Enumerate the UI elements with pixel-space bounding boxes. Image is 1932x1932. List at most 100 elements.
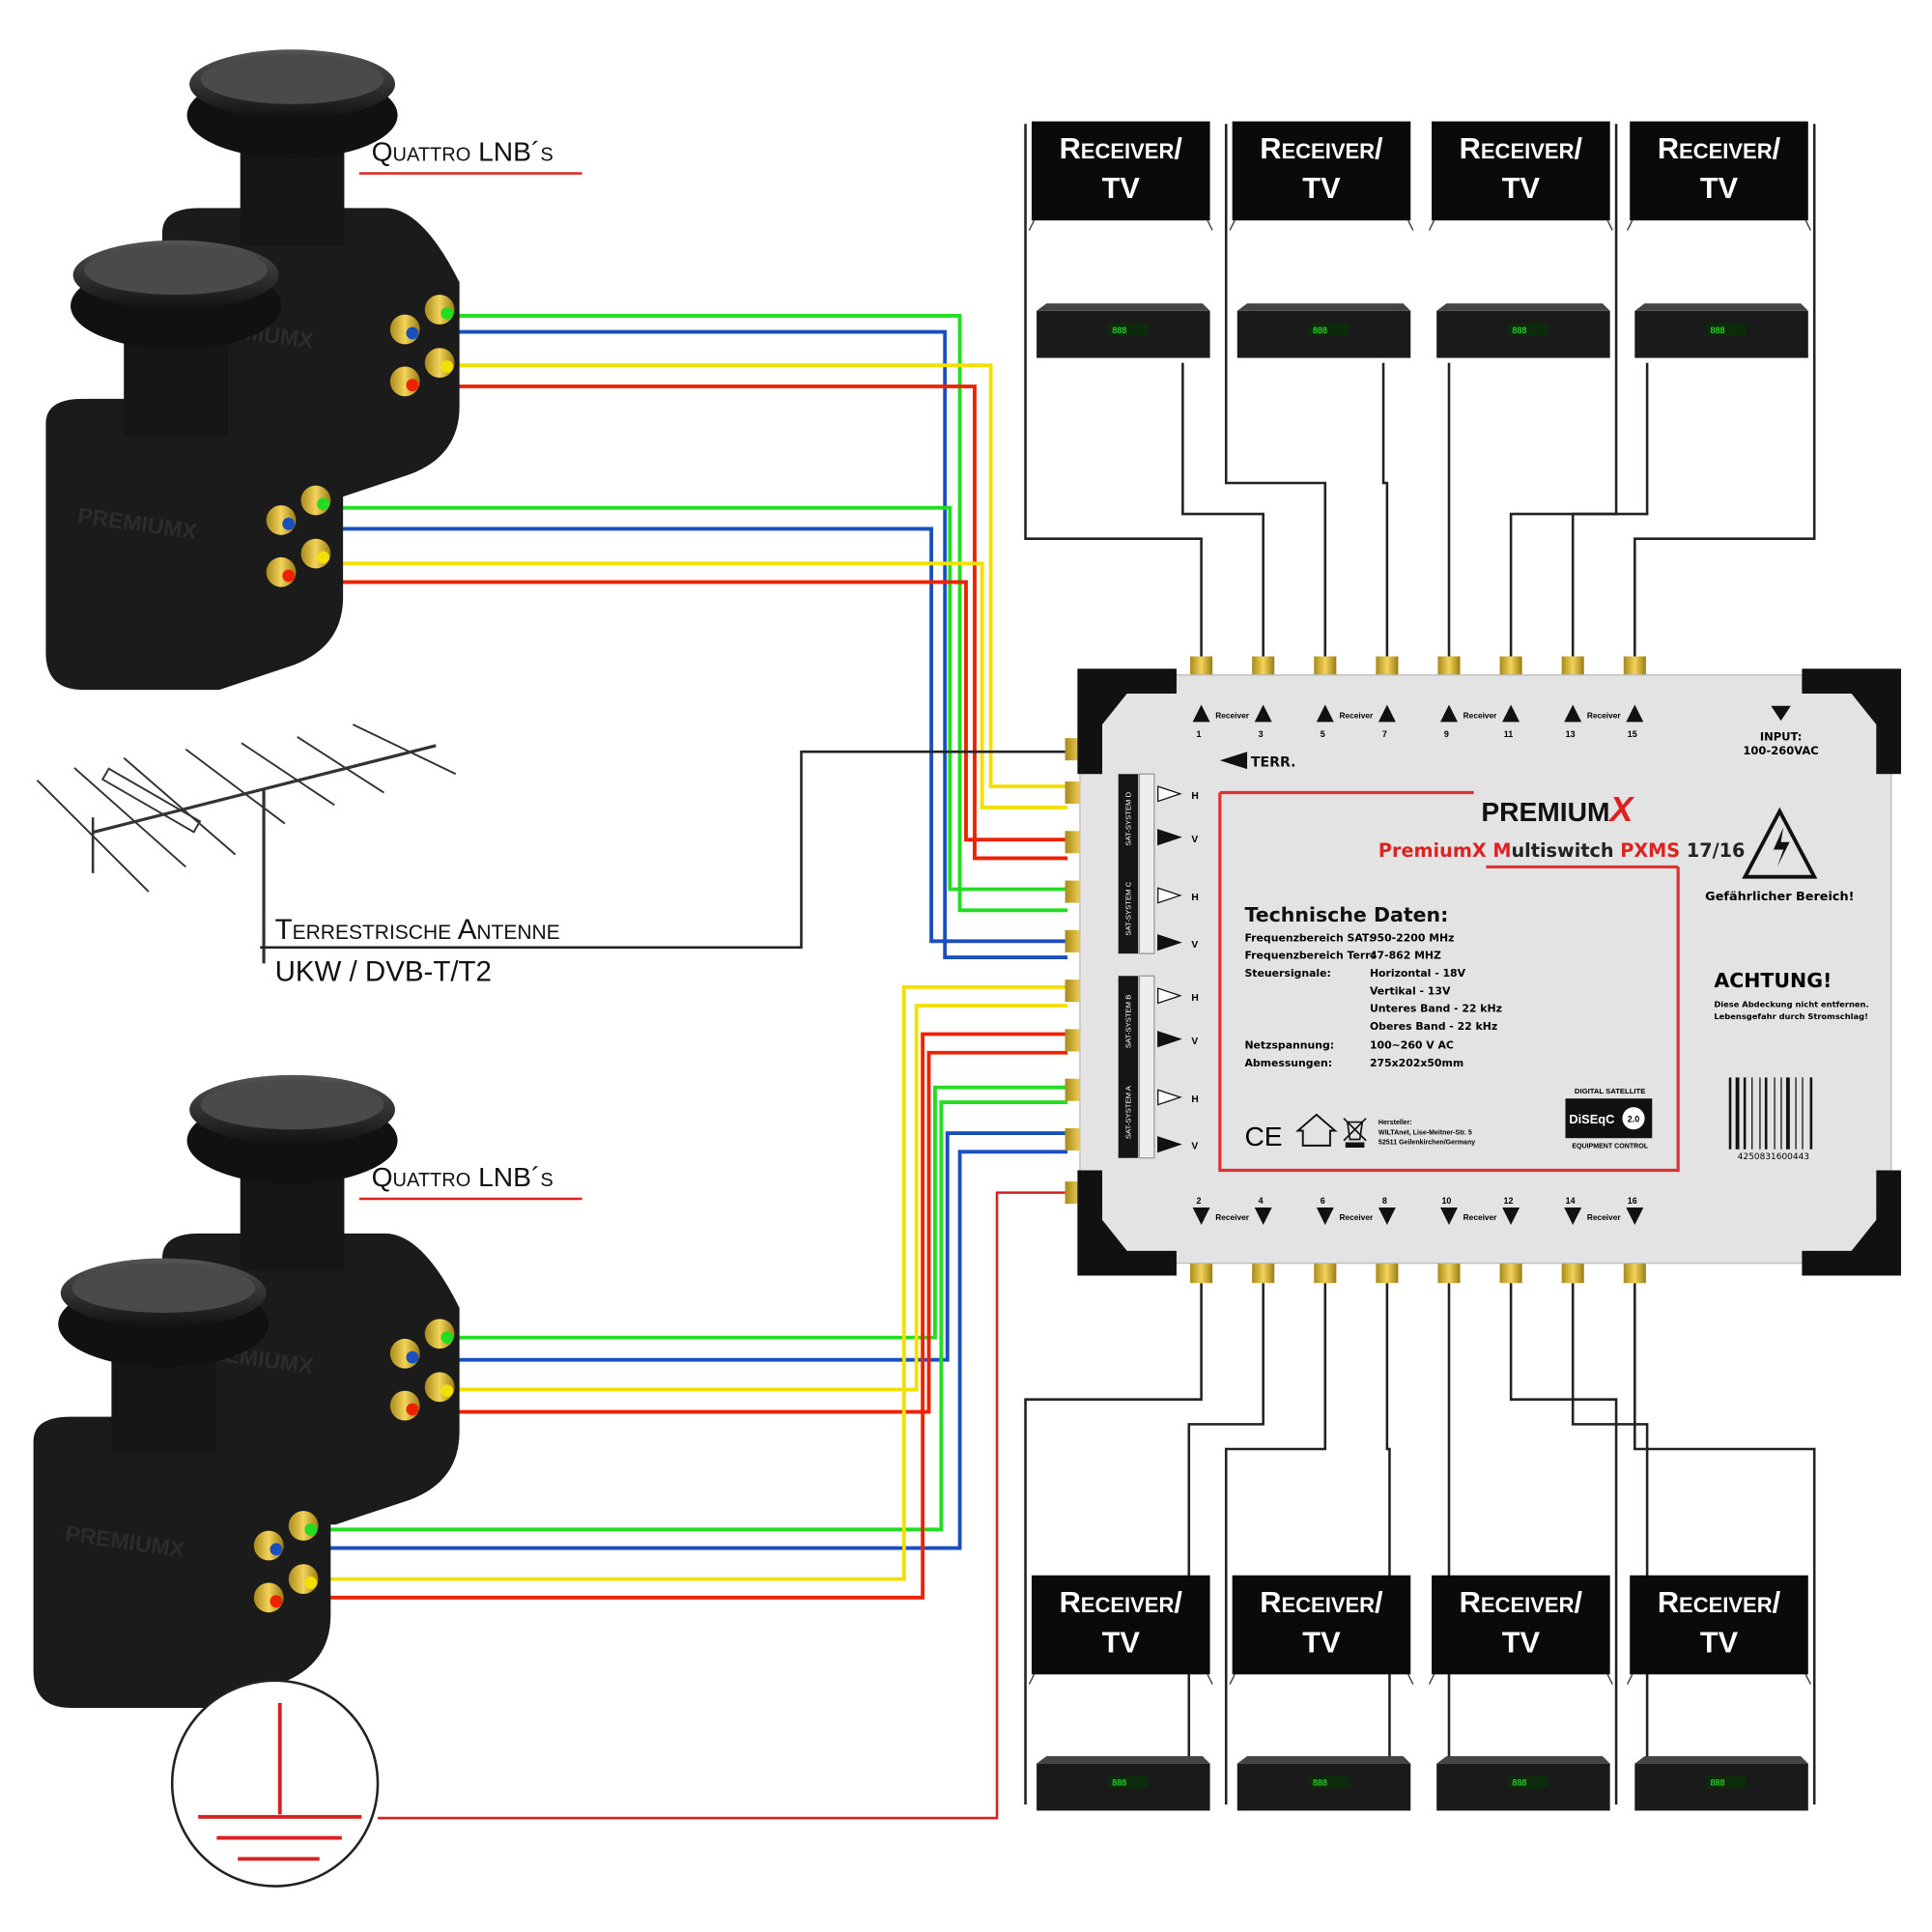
tv-icon bbox=[1232, 1575, 1411, 1675]
port-number: 3 bbox=[1259, 729, 1264, 739]
diseqc-top: DIGITAL SATELLITE bbox=[1575, 1087, 1645, 1095]
coax-wires bbox=[303, 314, 1068, 1600]
svg-text:888: 888 bbox=[1711, 326, 1725, 335]
port-number: 10 bbox=[1441, 1196, 1451, 1206]
coax-cable bbox=[309, 580, 1068, 842]
tv-icon bbox=[1432, 121, 1610, 221]
port-number: 12 bbox=[1504, 1196, 1514, 1206]
warning-triangle-icon bbox=[1742, 807, 1818, 879]
coax-cable bbox=[309, 526, 1068, 944]
tech-key: Netzspannung: bbox=[1244, 1039, 1334, 1052]
receiver-label: Receiver/ bbox=[1460, 1585, 1583, 1619]
receiver-cable bbox=[1385, 1283, 1391, 1756]
receiver-tv: Receiver/TV 888 bbox=[1428, 1575, 1613, 1811]
receiver-label: Receiver/ bbox=[1260, 131, 1383, 165]
lnb-label-bottom: Quattro LNB´s bbox=[372, 1161, 554, 1192]
diseqc-version-badge bbox=[1622, 1107, 1645, 1130]
indoor-use-icon bbox=[1295, 1113, 1338, 1147]
receiver-cable bbox=[1381, 362, 1389, 657]
tech-key: Frequenzbereich Terr: bbox=[1244, 950, 1374, 962]
polarity-arrow-icon bbox=[1157, 829, 1182, 846]
arrow-up-icon bbox=[1440, 704, 1458, 723]
tech-value: 100~260 V AC bbox=[1370, 1039, 1454, 1052]
tech-value: Unteres Band - 22 kHz bbox=[1370, 1003, 1502, 1015]
svg-text:888: 888 bbox=[1313, 326, 1327, 335]
port-number: 4 bbox=[1259, 1196, 1264, 1206]
quattro-lnb: PREMIUMX bbox=[33, 1258, 331, 1708]
coax-cable bbox=[440, 1050, 1068, 1414]
receiver-label: Receiver/ bbox=[1260, 1585, 1383, 1619]
svg-text:V: V bbox=[1191, 940, 1198, 951]
receiver-port-label: Receiver bbox=[1463, 711, 1497, 721]
receiver-tv: Receiver/TV 888 bbox=[1229, 1575, 1414, 1811]
achtung-title: ACHTUNG! bbox=[1714, 969, 1832, 992]
coax-cable bbox=[440, 384, 1068, 861]
set-top-box-icon: 888 bbox=[1436, 1755, 1610, 1811]
antenna-cable bbox=[260, 750, 1068, 950]
achtung-text: Lebensgefahr durch Stromschlag! bbox=[1714, 1011, 1868, 1021]
input-arrow-icon bbox=[1771, 705, 1791, 722]
tech-key: Abmessungen: bbox=[1244, 1057, 1332, 1069]
polarity-arrow-icon bbox=[1157, 785, 1182, 803]
port-number: 11 bbox=[1504, 729, 1513, 739]
coax-cable bbox=[440, 1004, 1068, 1392]
terrestrial-antenna-icon bbox=[36, 724, 457, 964]
diseqc-version: 2.0 bbox=[1628, 1115, 1639, 1124]
receiver-label: Receiver/ bbox=[1060, 1585, 1183, 1619]
receiver-label: Receiver/ bbox=[1658, 131, 1781, 165]
ground-icon bbox=[170, 1679, 380, 1888]
receiver-port-label: Receiver bbox=[1587, 1212, 1621, 1222]
label-frame bbox=[1218, 790, 1680, 1173]
tv-label: TV bbox=[1302, 1625, 1341, 1659]
coax-cable bbox=[309, 505, 1068, 892]
tech-value: Horizontal - 18V bbox=[1370, 967, 1466, 980]
port-number: 13 bbox=[1566, 729, 1576, 739]
svg-text:888: 888 bbox=[1313, 1778, 1327, 1788]
polarity-arrow-icon bbox=[1157, 934, 1182, 952]
svg-text:V: V bbox=[1191, 1142, 1198, 1152]
tech-data-title: Technische Daten: bbox=[1244, 903, 1448, 926]
arrow-down-icon bbox=[1254, 1208, 1272, 1225]
lnb-group: PREMIUMXPREMIUMXPREMIUMXPREMIUMX bbox=[33, 49, 460, 1708]
coax-cable bbox=[440, 1131, 1068, 1362]
arrow-down-icon bbox=[1502, 1208, 1520, 1225]
diseqc-bottom: EQUIPMENT CONTROL bbox=[1572, 1143, 1648, 1150]
tv-label: TV bbox=[1502, 1625, 1541, 1659]
port-number: 6 bbox=[1321, 1196, 1325, 1206]
sat-system-label: SAT-SYSTEM C bbox=[1124, 881, 1133, 935]
arrow-up-icon bbox=[1192, 704, 1210, 723]
set-top-box-icon: 888 bbox=[1436, 303, 1610, 358]
set-top-box-icon: 888 bbox=[1236, 303, 1411, 358]
arrow-down-icon bbox=[1626, 1208, 1644, 1225]
quattro-lnb: PREMIUMX bbox=[45, 240, 344, 691]
tech-value: 950-2200 MHz bbox=[1370, 931, 1455, 944]
antenna-label: Terrestrische Antenne bbox=[275, 914, 560, 946]
input-value: 100-260VAC bbox=[1743, 744, 1818, 757]
port-number: 15 bbox=[1628, 729, 1637, 739]
input-label: INPUT: bbox=[1760, 730, 1803, 744]
port-number: 9 bbox=[1444, 729, 1449, 739]
tech-value: 275x202x50mm bbox=[1370, 1057, 1463, 1069]
tech-value: Oberes Band - 22 kHz bbox=[1370, 1020, 1497, 1033]
set-top-box-icon: 888 bbox=[1236, 1755, 1411, 1811]
tv-icon bbox=[1630, 1575, 1808, 1675]
svg-text:888: 888 bbox=[1512, 326, 1526, 335]
polarity-arrow-icon bbox=[1157, 987, 1182, 1005]
svg-text:H: H bbox=[1191, 791, 1198, 802]
port-number: 14 bbox=[1566, 1196, 1576, 1206]
arrow-down-icon bbox=[1378, 1208, 1396, 1225]
coax-cable bbox=[440, 1085, 1068, 1340]
svg-text:V: V bbox=[1191, 835, 1198, 845]
model-title: PremiumX Multiswitch PXMS 17/16 bbox=[1378, 839, 1745, 862]
arrow-down-icon bbox=[1564, 1208, 1582, 1225]
arrow-up-icon bbox=[1316, 704, 1334, 723]
coax-cable bbox=[440, 329, 1068, 959]
diseqc-text: DiSEqC bbox=[1569, 1112, 1614, 1126]
tv-icon bbox=[1031, 121, 1210, 221]
terr-arrow-icon bbox=[1219, 752, 1248, 770]
